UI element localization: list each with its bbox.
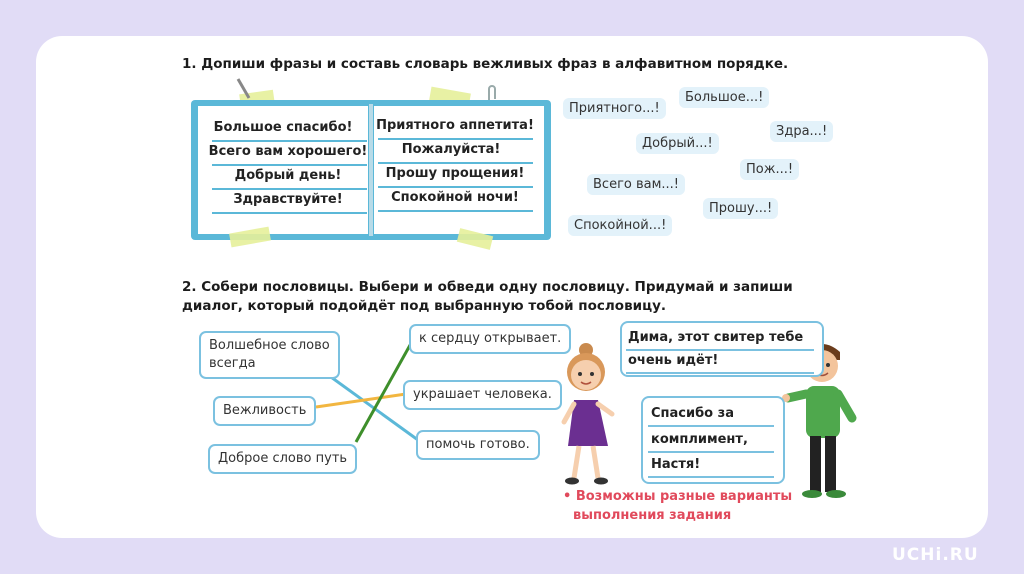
write-line <box>378 210 533 212</box>
write-line <box>212 212 367 214</box>
proverb-end-3: помочь готово. <box>416 430 540 460</box>
book-phrase: Добрый день! <box>234 168 342 183</box>
write-line <box>212 140 367 142</box>
proverb-start-3: Доброе слово путь <box>208 444 358 474</box>
bubble-2-line-1: Спасибо за <box>651 406 734 421</box>
proverb-start-2: Вежливость <box>213 396 317 426</box>
write-line <box>648 425 774 427</box>
speech-bubble-2 <box>641 396 785 484</box>
write-line <box>378 186 533 188</box>
book-phrase: Прошу прощения! <box>385 166 525 181</box>
hint-chip: Здра...! <box>770 121 834 142</box>
proverb-start-1: Волшебное слово всегда <box>199 331 340 379</box>
hint-chip: Пож...! <box>740 159 800 180</box>
hint-chip: Спокойной...! <box>568 215 673 236</box>
bubble-2-line-3: Настя! <box>651 457 701 472</box>
write-line <box>212 164 367 166</box>
hint-chip: Добрый...! <box>636 133 719 154</box>
girl-illustration <box>561 343 615 485</box>
hint-chip: Прошу...! <box>703 198 779 219</box>
pencil-icon <box>236 78 251 99</box>
proverb-end-2: украшает человека. <box>403 380 562 410</box>
connection-blue-line <box>323 370 419 442</box>
book-phrase: Спокойной ночи! <box>391 190 519 205</box>
answer-note: • Возможны разные варианты выполнения за… <box>563 487 792 525</box>
write-line <box>378 138 533 140</box>
hint-chip: Всего вам...! <box>587 174 686 195</box>
book-phrase: Приятного аппетита! <box>376 118 534 133</box>
write-line <box>212 188 367 190</box>
connection-green-line <box>354 337 416 443</box>
paperclip-icon <box>488 85 496 102</box>
book-spine <box>369 104 373 236</box>
write-line <box>378 162 533 164</box>
task-1-title: 1. Допиши фразы и составь словарь вежлив… <box>182 56 789 72</box>
write-line <box>626 372 814 374</box>
bubble-1-line-1: Дима, этот свитер тебе <box>628 330 804 345</box>
task-2-line-2: диалог, который подойдёт под выбранную т… <box>182 298 667 314</box>
write-line <box>648 451 774 453</box>
proverb-text: Волшебное слово <box>209 338 330 353</box>
note-line-2: выполнения задания <box>573 508 732 523</box>
connection-orange-line <box>315 392 407 409</box>
proverb-end-1: к сердцу открывает. <box>409 324 572 354</box>
book-phrase: Большое спасибо! <box>213 120 353 135</box>
write-line <box>648 476 774 478</box>
bubble-1-line-2: очень идёт! <box>628 353 719 368</box>
book-phrase: Всего вам хорошего! <box>208 144 368 159</box>
task-2-line-1: 2. Собери пословицы. Выбери и обведи одн… <box>182 279 793 295</box>
book-right-page <box>374 106 544 234</box>
book-phrase: Пожалуйста! <box>401 142 501 157</box>
proverb-text: всегда <box>209 356 256 371</box>
book-phrase: Здравствуйте! <box>233 192 343 207</box>
note-line-1: • Возможны разные варианты <box>563 489 793 504</box>
bubble-2-line-2: комплимент, <box>651 432 748 447</box>
write-line <box>626 349 814 351</box>
uchi-logo: UCHi.RU <box>892 545 979 565</box>
hint-chip: Большое...! <box>679 87 770 108</box>
hint-chip: Приятного...! <box>563 98 666 119</box>
